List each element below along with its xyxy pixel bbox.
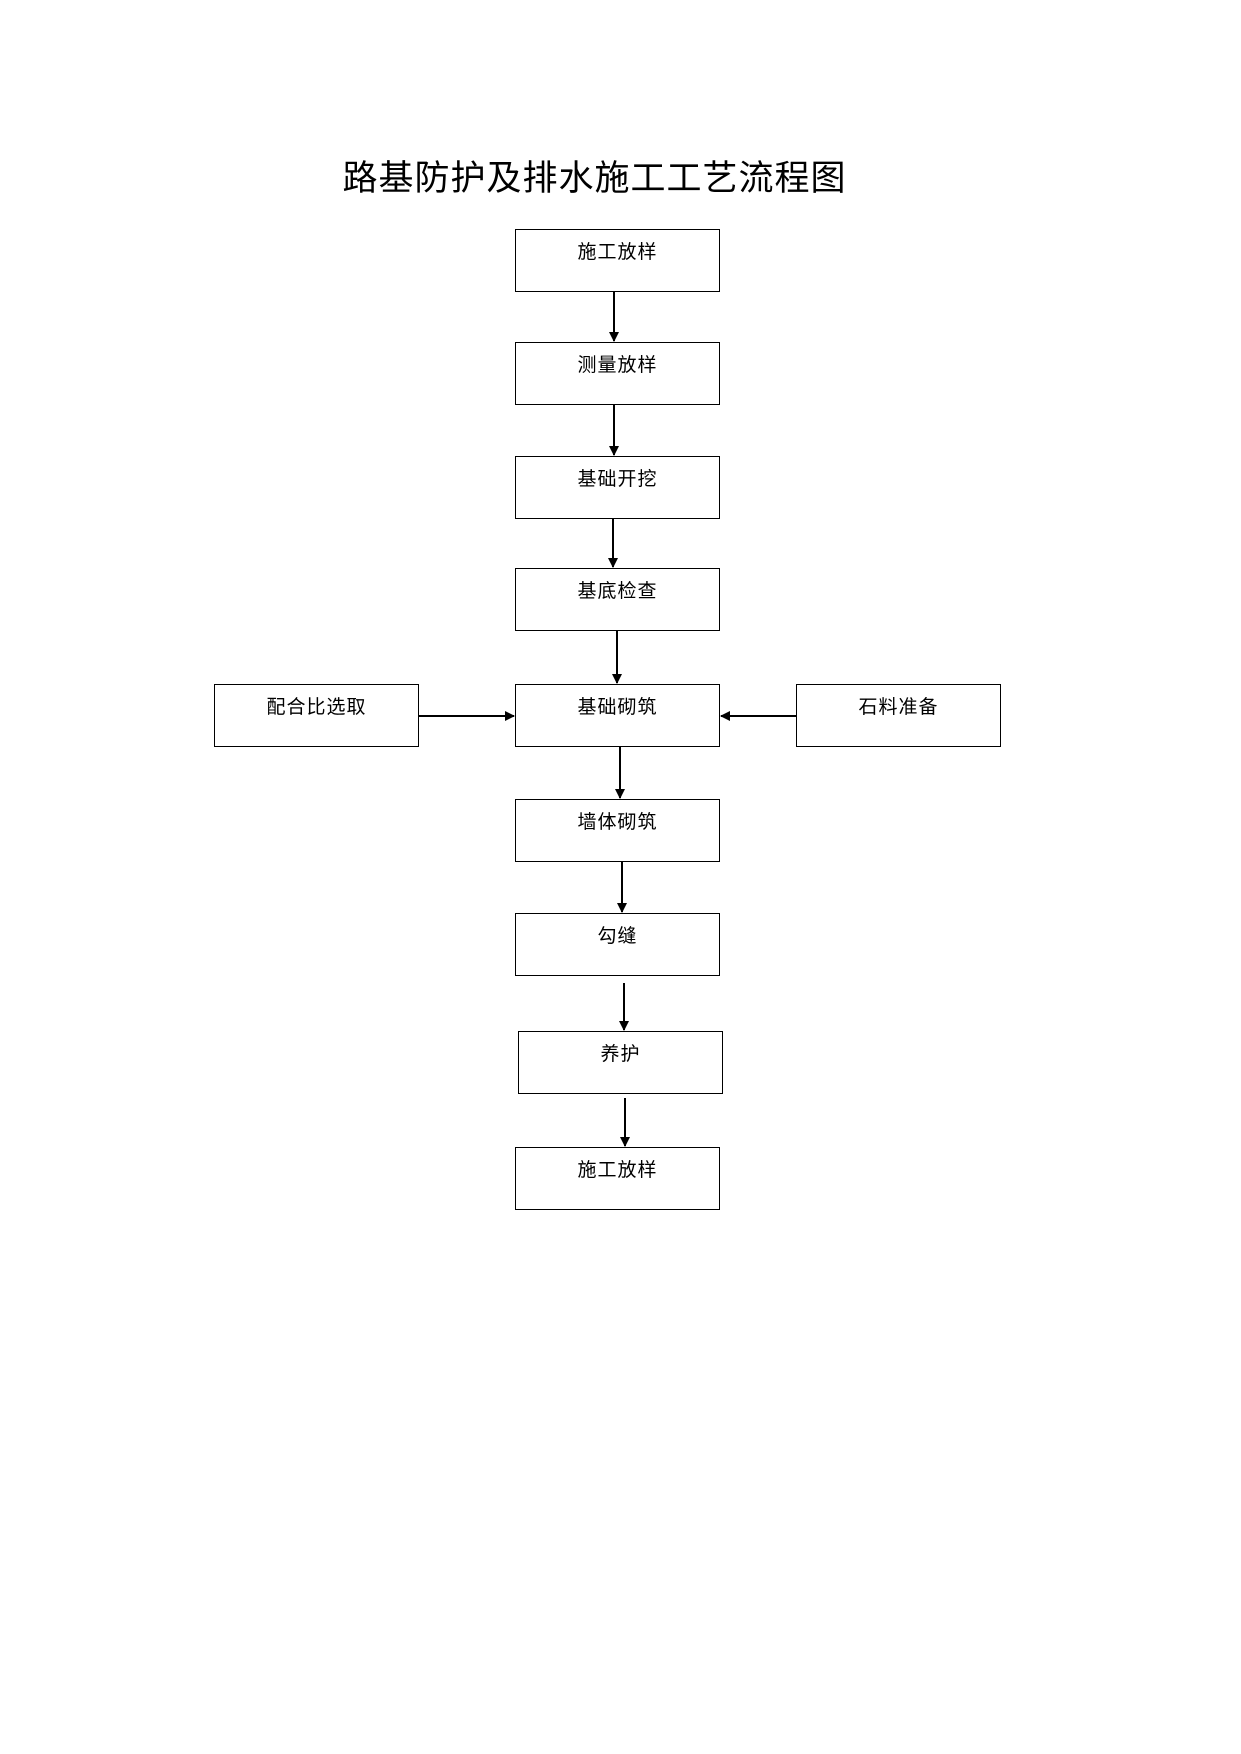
step-label: 基础开挖 (577, 468, 658, 490)
step-label: 测量放样 (577, 354, 658, 376)
step-pointing: 勾缝 (515, 913, 720, 976)
input-label: 石料准备 (858, 696, 939, 718)
step-construction-layout: 施工放样 (515, 229, 720, 292)
step-label: 勾缝 (597, 925, 638, 947)
step-survey-layout: 测量放样 (515, 342, 720, 405)
step-foundation-excavation: 基础开挖 (515, 456, 720, 519)
step-curing: 养护 (518, 1031, 723, 1094)
step-construction-layout-final: 施工放样 (515, 1147, 720, 1210)
step-base-inspection: 基底检查 (515, 568, 720, 631)
step-label: 养护 (600, 1043, 641, 1065)
step-foundation-masonry: 基础砌筑 (515, 684, 720, 747)
step-wall-masonry: 墙体砌筑 (515, 799, 720, 862)
input-label: 配合比选取 (266, 696, 367, 718)
input-stone-preparation: 石料准备 (796, 684, 1001, 747)
step-label: 施工放样 (577, 1159, 658, 1181)
step-label: 基底检查 (577, 580, 658, 602)
step-label: 墙体砌筑 (577, 811, 658, 833)
step-label: 施工放样 (577, 241, 658, 263)
diagram-title: 路基防护及排水施工工艺流程图 (342, 159, 847, 199)
step-label: 基础砌筑 (577, 696, 658, 718)
input-mix-ratio-selection: 配合比选取 (214, 684, 419, 747)
